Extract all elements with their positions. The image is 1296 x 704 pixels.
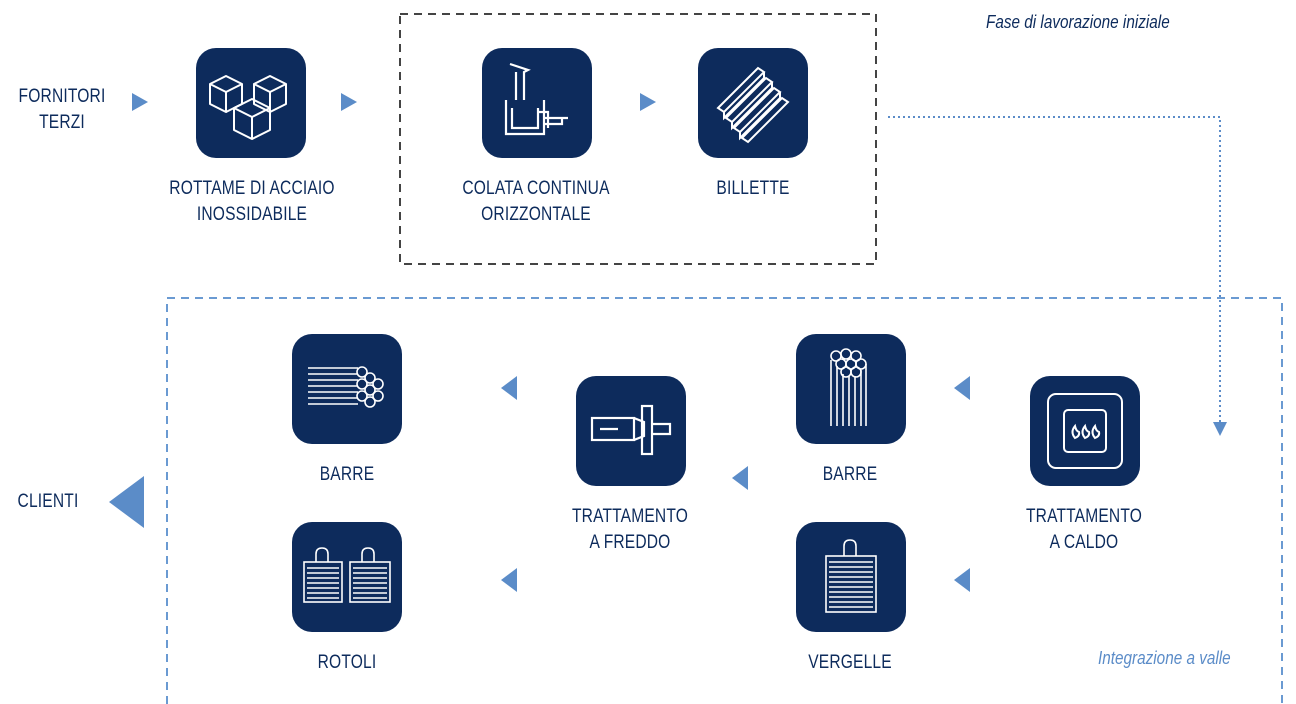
bars-bundle-vertical-icon: [830, 348, 867, 426]
arrow-scrap-to-casting: [341, 93, 357, 111]
bars-left-icon-box: [292, 334, 402, 444]
hot-icon-box: [1030, 376, 1140, 486]
coils-icon-box: [292, 522, 402, 632]
billets-icon-box: [698, 48, 808, 158]
billets-label: BILLETTE: [716, 178, 790, 199]
arrow-hot-to-wirerod: [954, 568, 970, 592]
coils-icon: [303, 547, 391, 603]
casting-icon-box: [482, 48, 592, 158]
initial-phase-frame: [399, 13, 877, 265]
arrow-bars-to-cold: [732, 466, 748, 490]
wire-rod-icon-box: [796, 522, 906, 632]
downstream-note: Integrazione a valle: [1098, 648, 1231, 668]
scrap-icon-box: [196, 48, 306, 158]
downstream-frame: [166, 297, 1283, 704]
arrow-casting-to-billets: [640, 93, 656, 111]
bars-left-label: BARRE: [319, 464, 375, 485]
cubes-icon: [209, 75, 287, 140]
clients-label: CLIENTI: [17, 491, 79, 512]
wire-rod-coil-icon: [825, 539, 877, 613]
billets-icon: [716, 66, 790, 144]
furnace-icon: [1047, 393, 1123, 469]
bars-right-label: BARRE: [822, 464, 878, 485]
billets-to-downstream-connector: [888, 116, 1221, 425]
initial-phase-note: Fase di lavorazione iniziale: [986, 12, 1170, 32]
arrow-suppliers-to-scrap: [132, 93, 148, 111]
connector-arrowhead: [1213, 422, 1227, 436]
arrow-cold-to-coils: [501, 568, 517, 592]
bars-right-icon-box: [796, 334, 906, 444]
bars-bundle-horizontal-icon: [308, 366, 384, 408]
arrow-to-clients: [109, 476, 144, 528]
cold-drawing-icon: [590, 404, 672, 456]
arrow-hot-to-bars: [954, 376, 970, 400]
wire-rod-label: VERGELLE: [808, 652, 892, 673]
continuous-casting-icon: [504, 62, 568, 136]
coils-label: ROTOLI: [317, 652, 377, 673]
arrow-cold-to-bars: [501, 376, 517, 400]
cold-icon-box: [576, 376, 686, 486]
